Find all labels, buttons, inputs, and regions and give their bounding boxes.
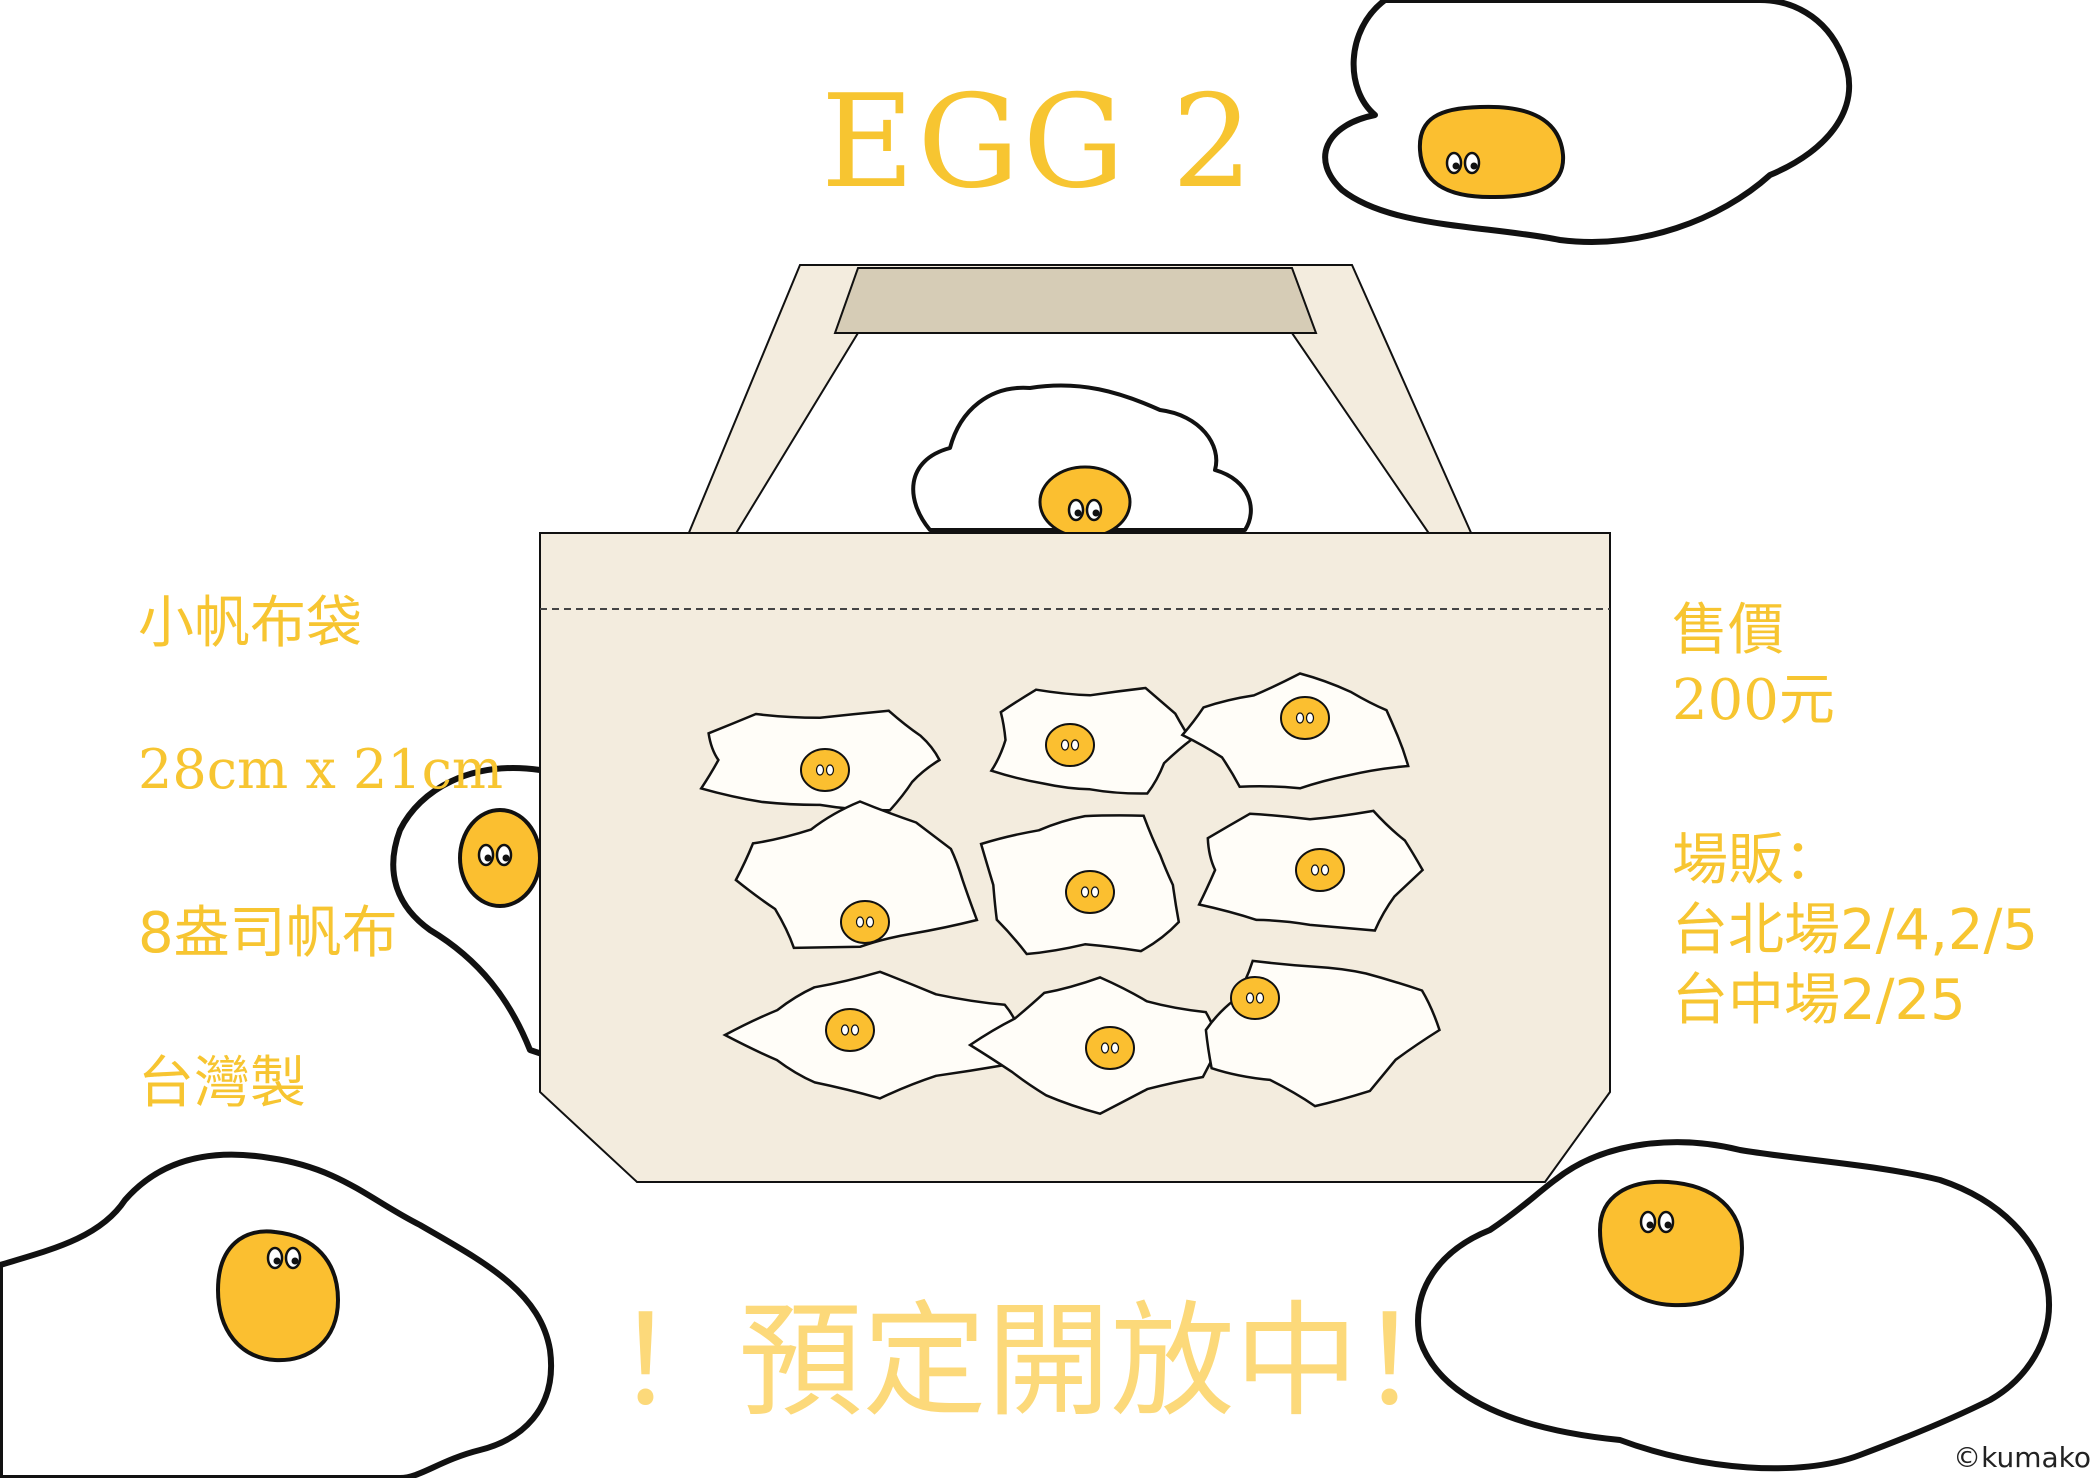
egg-yolk [1281, 697, 1329, 739]
egg-eye [1257, 993, 1264, 1003]
egg-eye [1312, 865, 1319, 875]
egg-eye [817, 765, 824, 775]
egg-eye [1297, 713, 1304, 723]
egg-eye [1062, 740, 1069, 750]
price-label: 售價 [1672, 596, 1784, 666]
egg-pattern [701, 674, 1439, 1114]
egg-yolk [1046, 724, 1094, 766]
spec-type: 小帆布袋 [138, 578, 362, 659]
egg-yolk [826, 1009, 874, 1051]
preorder-banner: ！預定開放中！ [0, 1260, 2097, 1440]
spec-material: 8盎司帆布 [138, 888, 398, 969]
egg-yolk [841, 901, 889, 943]
venue-taichung: 台中場2/25 [1672, 966, 1966, 1036]
egg-yolk [1066, 871, 1114, 913]
credit-text: ©kumako [1953, 1441, 2091, 1474]
page-title: EGG 2 [0, 68, 2097, 217]
venue-label: 場販： [1672, 826, 1840, 896]
egg-eye [1247, 993, 1254, 1003]
egg-eye [1082, 887, 1089, 897]
egg-eye [827, 765, 834, 775]
egg-eye [1092, 887, 1099, 897]
egg-yolk [1231, 977, 1279, 1019]
egg-yolk [1296, 849, 1344, 891]
egg-eye [842, 1025, 849, 1035]
egg-eye [867, 917, 874, 927]
egg-eye [1112, 1043, 1119, 1053]
price-value: 200元 [1672, 666, 1835, 736]
spec-size: 28cm x 21cm [138, 738, 503, 801]
egg-eye [1072, 740, 1079, 750]
spec-origin: 台灣製 [138, 1038, 306, 1119]
egg-eye [852, 1025, 859, 1035]
egg-eye [1322, 865, 1329, 875]
egg-yolk [1086, 1027, 1134, 1069]
venue-taipei: 台北場2/4,2/5 [1672, 896, 2038, 966]
egg-eye [857, 917, 864, 927]
egg-eye [1307, 713, 1314, 723]
egg-yolk [801, 749, 849, 791]
egg-eye [1102, 1043, 1109, 1053]
